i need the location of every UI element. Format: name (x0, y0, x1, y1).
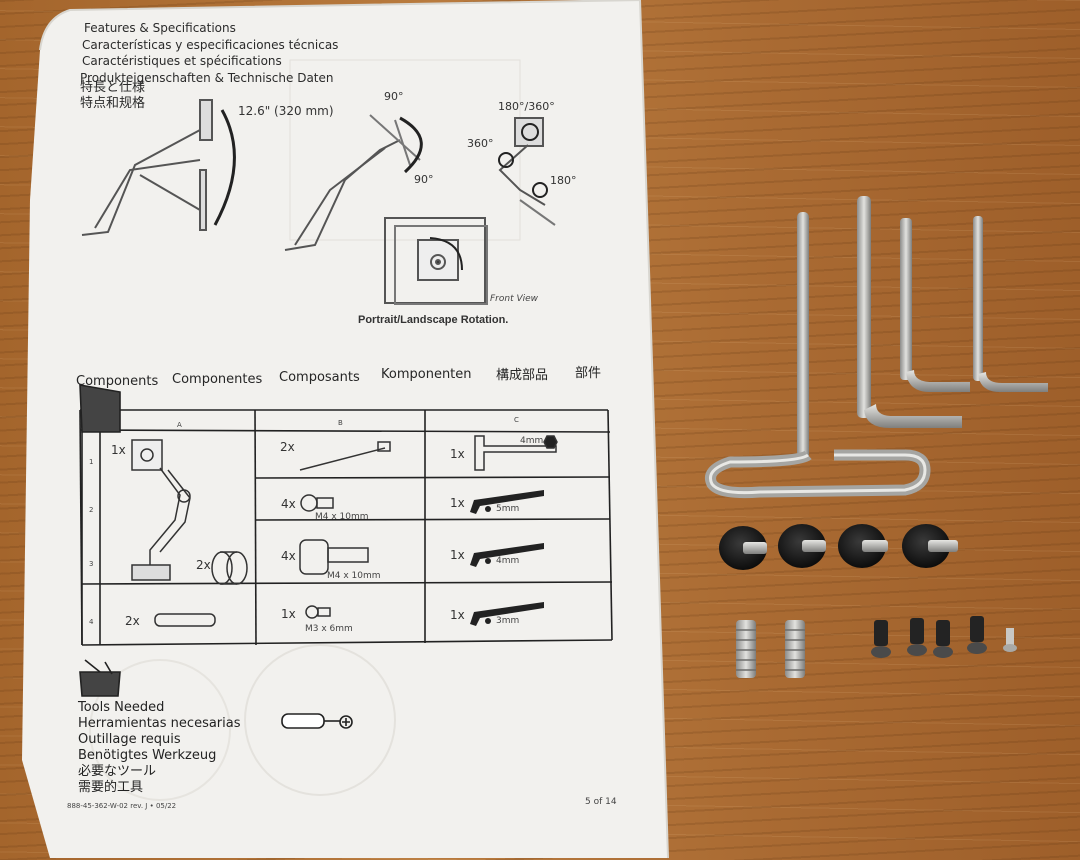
tilt-bottom-label: 90° (414, 173, 434, 186)
small-screw (967, 616, 987, 654)
allen-key-medium (857, 196, 962, 428)
a1-qty: 1x (111, 443, 126, 457)
components-en: Components (76, 374, 159, 389)
small-screw (907, 618, 927, 656)
small-screw (933, 620, 953, 658)
components-zh: 部件 (575, 366, 602, 381)
height-range-label: 12.6" (320 mm) (238, 104, 334, 118)
small-screw (1003, 628, 1017, 652)
features-header-fr: Caractéristiques et spécifications (82, 54, 282, 68)
rotation-caption: Portrait/Landscape Rotation. (358, 314, 509, 326)
swivel-top-label: 180°/360° (498, 100, 555, 113)
c1-qty: 1x (450, 447, 465, 461)
tools-needed-es: Herramientas necesarias (78, 716, 241, 731)
rubber-foot (719, 526, 767, 570)
column-c: C (514, 416, 519, 424)
rubber-foot (838, 524, 888, 568)
b2-label: M4 x 10mm (315, 512, 369, 522)
a3-qty: 2x (196, 558, 211, 572)
page-number: 5 of 14 (585, 797, 617, 807)
b2-qty: 4x (281, 497, 296, 511)
footer-code: 888-45-362-W-02 rev. J • 05/22 (67, 802, 177, 810)
front-view-label: Front View (490, 294, 539, 304)
row-1: 1 (89, 458, 94, 466)
components-de: Komponenten (381, 367, 472, 382)
row-3: 3 (89, 560, 94, 568)
features-header-es: Características y especificaciones técni… (82, 38, 339, 52)
tools-needed-de: Benötigtes Werkzeug (78, 748, 217, 763)
b1-qty: 2x (280, 440, 295, 454)
components-es: Componentes (172, 372, 263, 387)
features-header-ja: 特長と仕様 (80, 80, 146, 95)
small-screw (871, 620, 891, 658)
b3-label: M4 x 10mm (327, 571, 381, 581)
b4-label: M3 x 6mm (305, 624, 353, 634)
column-b: B (338, 419, 343, 427)
allen-key-small-1 (900, 218, 970, 392)
c4-label: 3mm (496, 616, 520, 626)
a4-qty: 2x (125, 614, 140, 628)
tools-needed-en: Tools Needed (78, 700, 165, 715)
features-header-zh: 特点和规格 (80, 96, 146, 111)
b3-qty: 4x (281, 549, 296, 563)
column-a: A (177, 421, 182, 429)
allen-key-large (705, 212, 931, 499)
swivel-right-label: 180° (550, 174, 577, 187)
allen-key-small-2 (973, 216, 1048, 392)
set-screw (736, 620, 756, 678)
c4-qty: 1x (450, 608, 465, 622)
c3-label: 4mm (496, 556, 520, 566)
rubber-foot (778, 524, 826, 568)
components-fr: Composants (279, 370, 360, 385)
row-4: 4 (89, 618, 94, 626)
components-ja: 構成部品 (496, 368, 549, 383)
row-2: 2 (89, 506, 94, 514)
features-header-de: Produkteigenschaften & Technische Daten (80, 71, 334, 85)
features-header-en: Features & Specifications (84, 21, 236, 35)
c2-qty: 1x (450, 496, 465, 510)
c2-label: 5mm (496, 504, 520, 514)
b4-qty: 1x (281, 607, 296, 621)
c1-label: 4mm (520, 436, 544, 446)
tools-needed-ja: 必要なツール (78, 764, 157, 779)
swivel-left-label: 360° (467, 137, 494, 150)
rubber-foot (902, 524, 958, 568)
set-screw (785, 620, 805, 678)
tools-needed-zh: 需要的工具 (78, 780, 144, 795)
tools-needed-fr: Outillage requis (78, 732, 181, 747)
tilt-top-label: 90° (384, 90, 404, 103)
c3-qty: 1x (450, 548, 465, 562)
